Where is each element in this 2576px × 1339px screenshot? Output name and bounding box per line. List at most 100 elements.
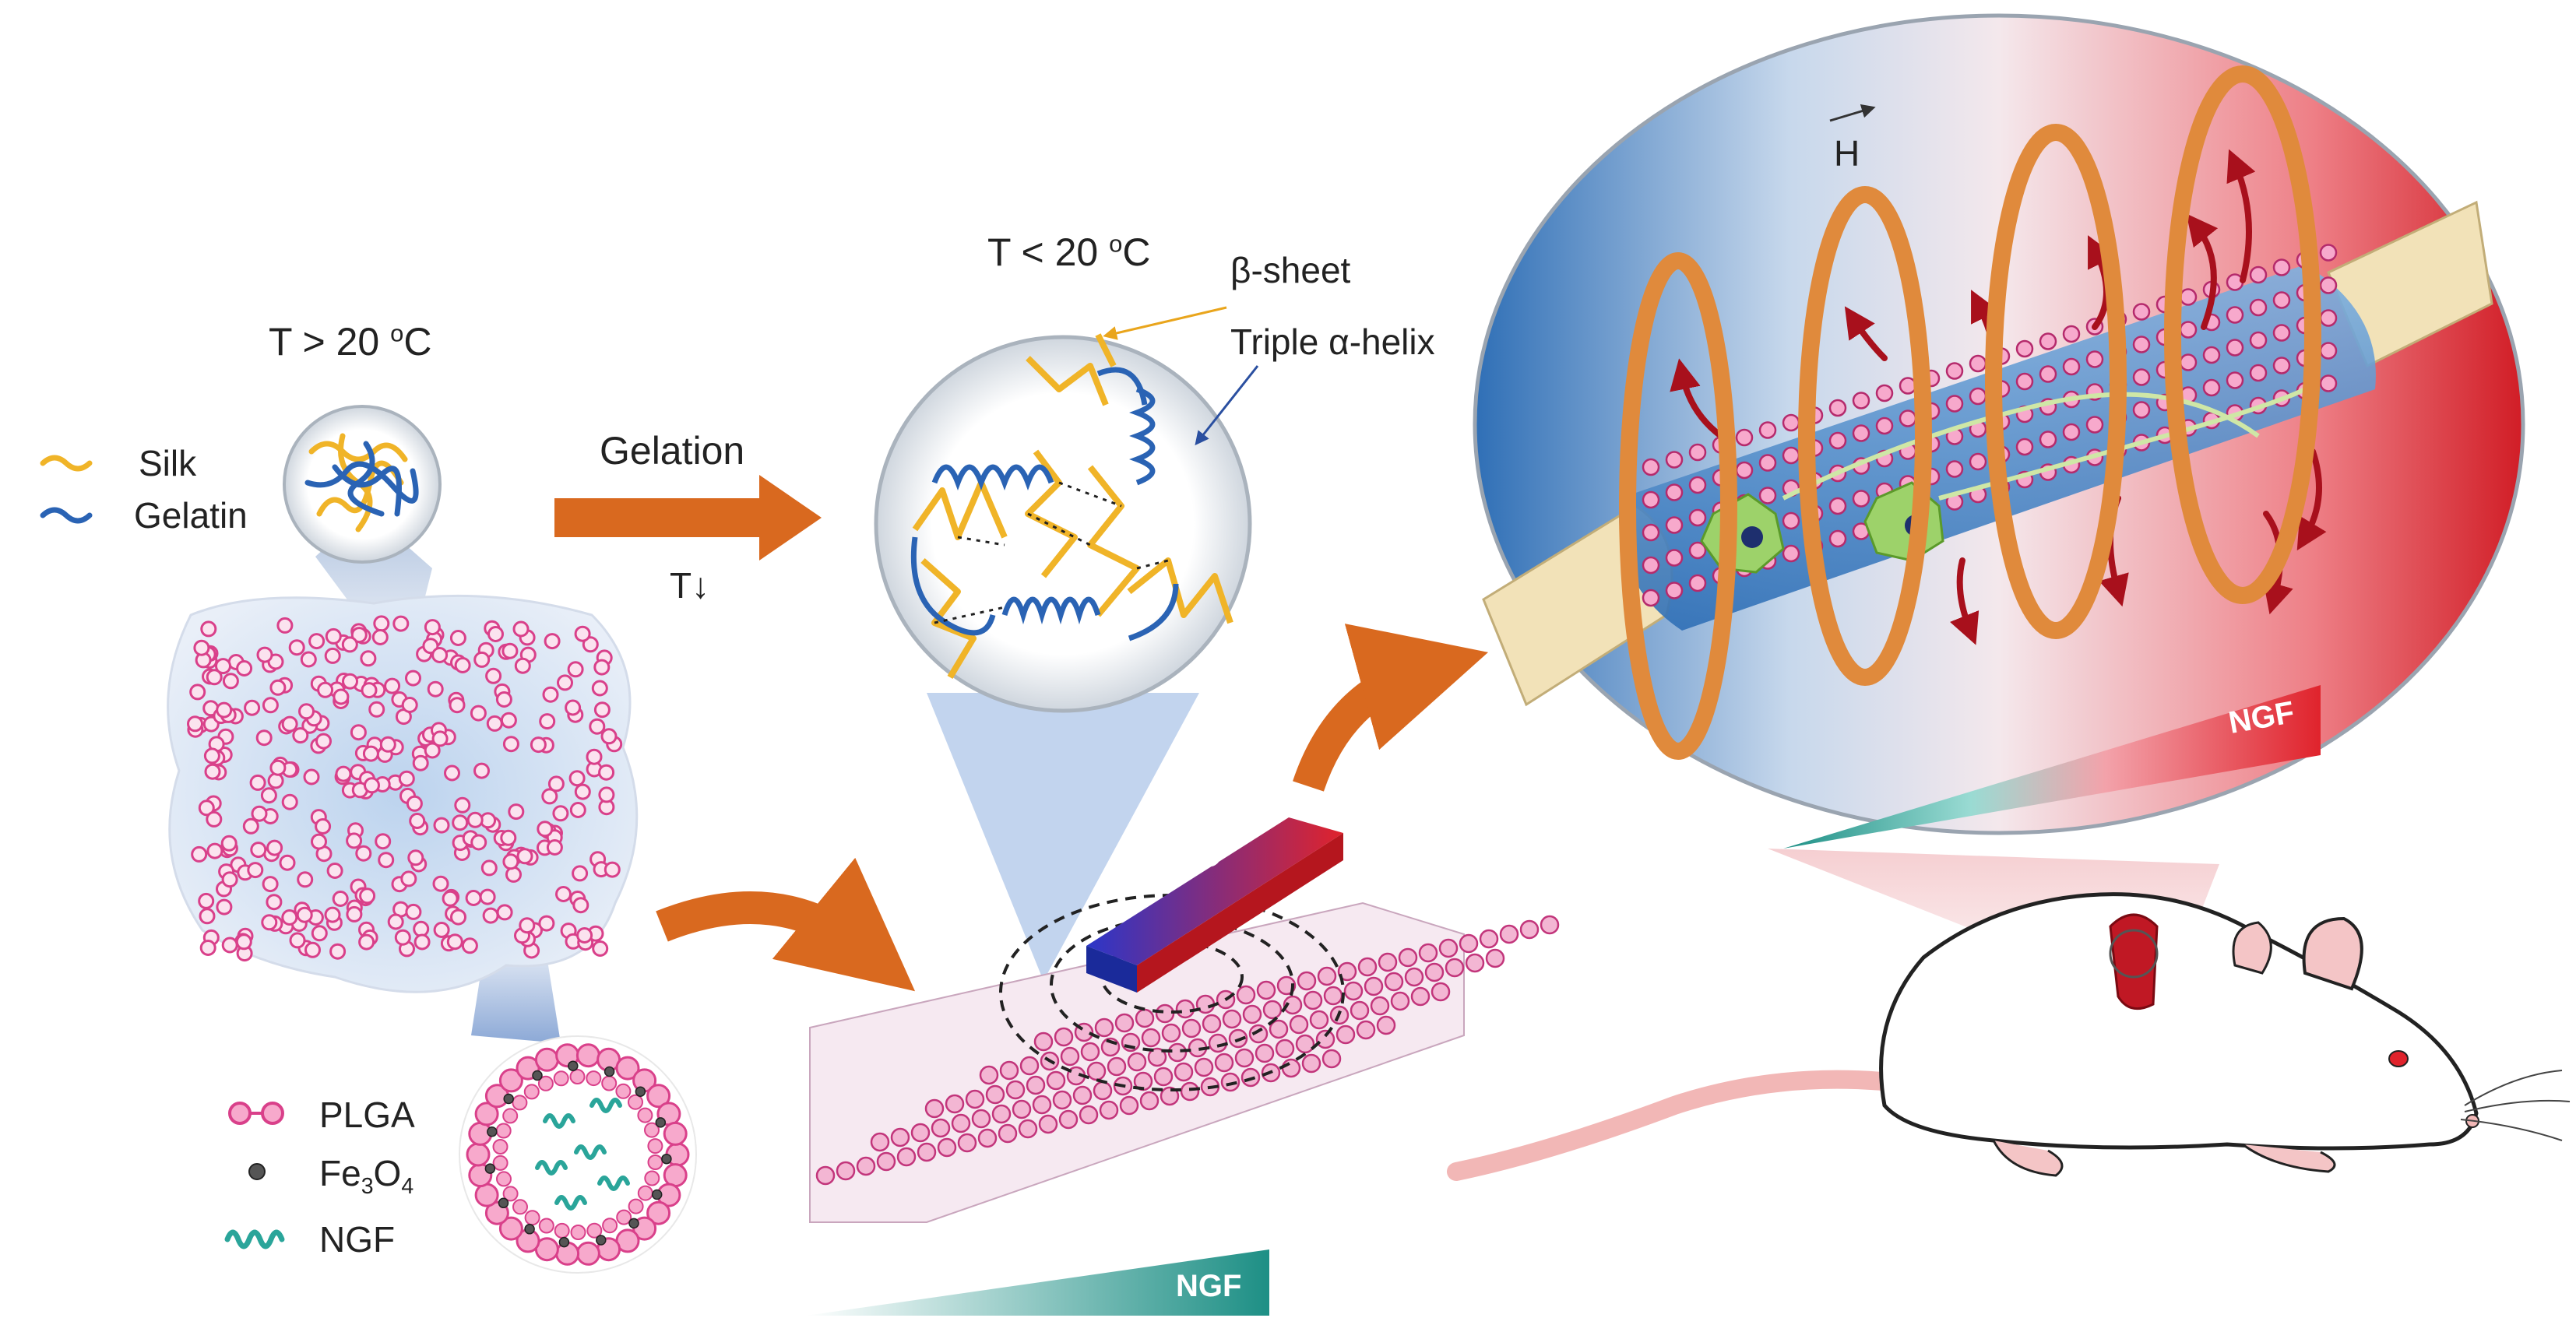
plga-microsphere (373, 615, 390, 632)
plga-microsphere (206, 669, 223, 686)
conduit-fiber-bead (1688, 574, 1707, 592)
plga-fiber-bead (1012, 1099, 1032, 1119)
plga-fiber-bead (1384, 972, 1404, 992)
rat-tail (1447, 1070, 1933, 1181)
plga-microsphere (470, 834, 487, 851)
plga-microsphere (276, 617, 294, 634)
plga-microsphere (235, 933, 252, 951)
plga-bead (534, 1047, 559, 1072)
plga-fiber-bead (1160, 1086, 1180, 1106)
plga-microsphere (547, 775, 565, 793)
plga-microsphere (247, 862, 264, 879)
fe3o4-particle (635, 1086, 646, 1097)
conduit-fiber-bead (1642, 490, 1660, 509)
plga-fiber-bead (1019, 1056, 1040, 1076)
plga-microsphere (281, 715, 298, 733)
conduit-fiber-bead (2272, 291, 2291, 309)
conduit-fiber-bead (1758, 454, 1777, 472)
plga-fiber-bead (1202, 1014, 1222, 1034)
plga-microsphere (538, 915, 555, 932)
plga-microsphere (262, 697, 279, 714)
plga-microsphere (364, 777, 380, 794)
plga-fiber-bead (1127, 1052, 1147, 1072)
conduit-fiber-bead (2015, 339, 2034, 358)
plga-microsphere (358, 933, 375, 951)
conduit-fiber-bead (2085, 416, 2104, 434)
plga-fiber-bead (910, 1123, 931, 1143)
plga-microsphere (221, 871, 238, 888)
plga-fiber-bead (1086, 1061, 1107, 1081)
plga-fe3o4-shell (466, 1043, 690, 1266)
plga-microsphere (582, 636, 599, 653)
plga-microsphere (537, 821, 554, 838)
plga-fiber-bead (1438, 938, 1459, 958)
conduit-fiber-bead (2249, 265, 2268, 284)
plga-microsphere (325, 627, 342, 645)
plga-microsphere (539, 713, 556, 730)
plga-bead (502, 1108, 519, 1124)
plga-fiber-bead (1135, 1008, 1155, 1028)
plga-microsphere (281, 793, 298, 810)
plga-microsphere (215, 658, 231, 675)
plga-microsphere (266, 839, 283, 856)
conduit-fiber-bead (2062, 325, 2081, 343)
conduit-fiber-bead (1665, 549, 1684, 567)
conduit-fiber-bead (2132, 303, 2151, 321)
plga-bead (474, 1102, 499, 1126)
plga-fiber-bead (1485, 948, 1505, 968)
plga-fiber-bead (1350, 1000, 1370, 1021)
plga-bead (496, 1171, 512, 1187)
plga-microsphere (407, 849, 424, 866)
plga-fiber-bead (1054, 1027, 1074, 1047)
plga-fiber-bead (1107, 1056, 1127, 1077)
plga-microsphere (433, 817, 450, 834)
plga-microsphere (332, 891, 349, 907)
plga-fiber-bead (870, 1132, 890, 1152)
plga-fiber-bead (1174, 1062, 1194, 1082)
plga-fiber-bead (1242, 1004, 1262, 1024)
plga-fiber-bead (856, 1156, 876, 1176)
plga-bead (602, 1218, 618, 1234)
plga-bead (586, 1070, 602, 1087)
conduit-fiber-bead (2015, 372, 2034, 391)
ngf-cargo (535, 1098, 630, 1211)
plga-fiber-bead (1214, 1053, 1234, 1073)
conduit-fiber-bead (1969, 354, 1987, 373)
conduit-fiber-bead (2179, 353, 2198, 371)
plga-microsphere (502, 853, 519, 870)
plga-microsphere (552, 805, 569, 822)
plga-microsphere (413, 933, 431, 951)
plga-microsphere (454, 657, 471, 673)
plga-microsphere (251, 805, 268, 822)
plga-fiber-bead (1153, 1067, 1174, 1087)
conduit-fiber-bead (1688, 541, 1707, 560)
plga-microsphere (444, 764, 460, 782)
plga-bead (644, 1122, 660, 1138)
plga-microsphere (446, 933, 463, 951)
plga-fiber-bead (1155, 1003, 1175, 1024)
plga-microsphere (362, 745, 379, 762)
plga-legend-symbol (228, 1102, 284, 1125)
gelatin-legend-swatch (40, 507, 93, 524)
plga-fiber-bead (1052, 1090, 1072, 1110)
plga-fiber-bead (1283, 995, 1303, 1015)
plga-microsphere (297, 871, 314, 888)
plga-bead (647, 1138, 663, 1154)
plga-microsphere (572, 897, 589, 914)
plga-microsphere (206, 810, 223, 828)
conduit-fiber-bead (1642, 523, 1660, 542)
rat-implant-highlight (2109, 929, 2159, 979)
plga-microsphere (191, 845, 208, 863)
conduit-fiber-bead (2226, 371, 2244, 389)
plga-fiber-bead (977, 1128, 998, 1148)
conduit-fiber-bead (2039, 431, 2057, 448)
conduit-fiber-bead (2132, 368, 2151, 386)
conduit-fiber-bead (1665, 483, 1684, 501)
plga-microsphere (262, 876, 279, 893)
plga-microsphere (480, 859, 498, 877)
ngf-gradient-bottom (806, 1249, 1269, 1316)
magnet (1086, 817, 1343, 993)
plga-fiber-bead (1404, 967, 1424, 987)
